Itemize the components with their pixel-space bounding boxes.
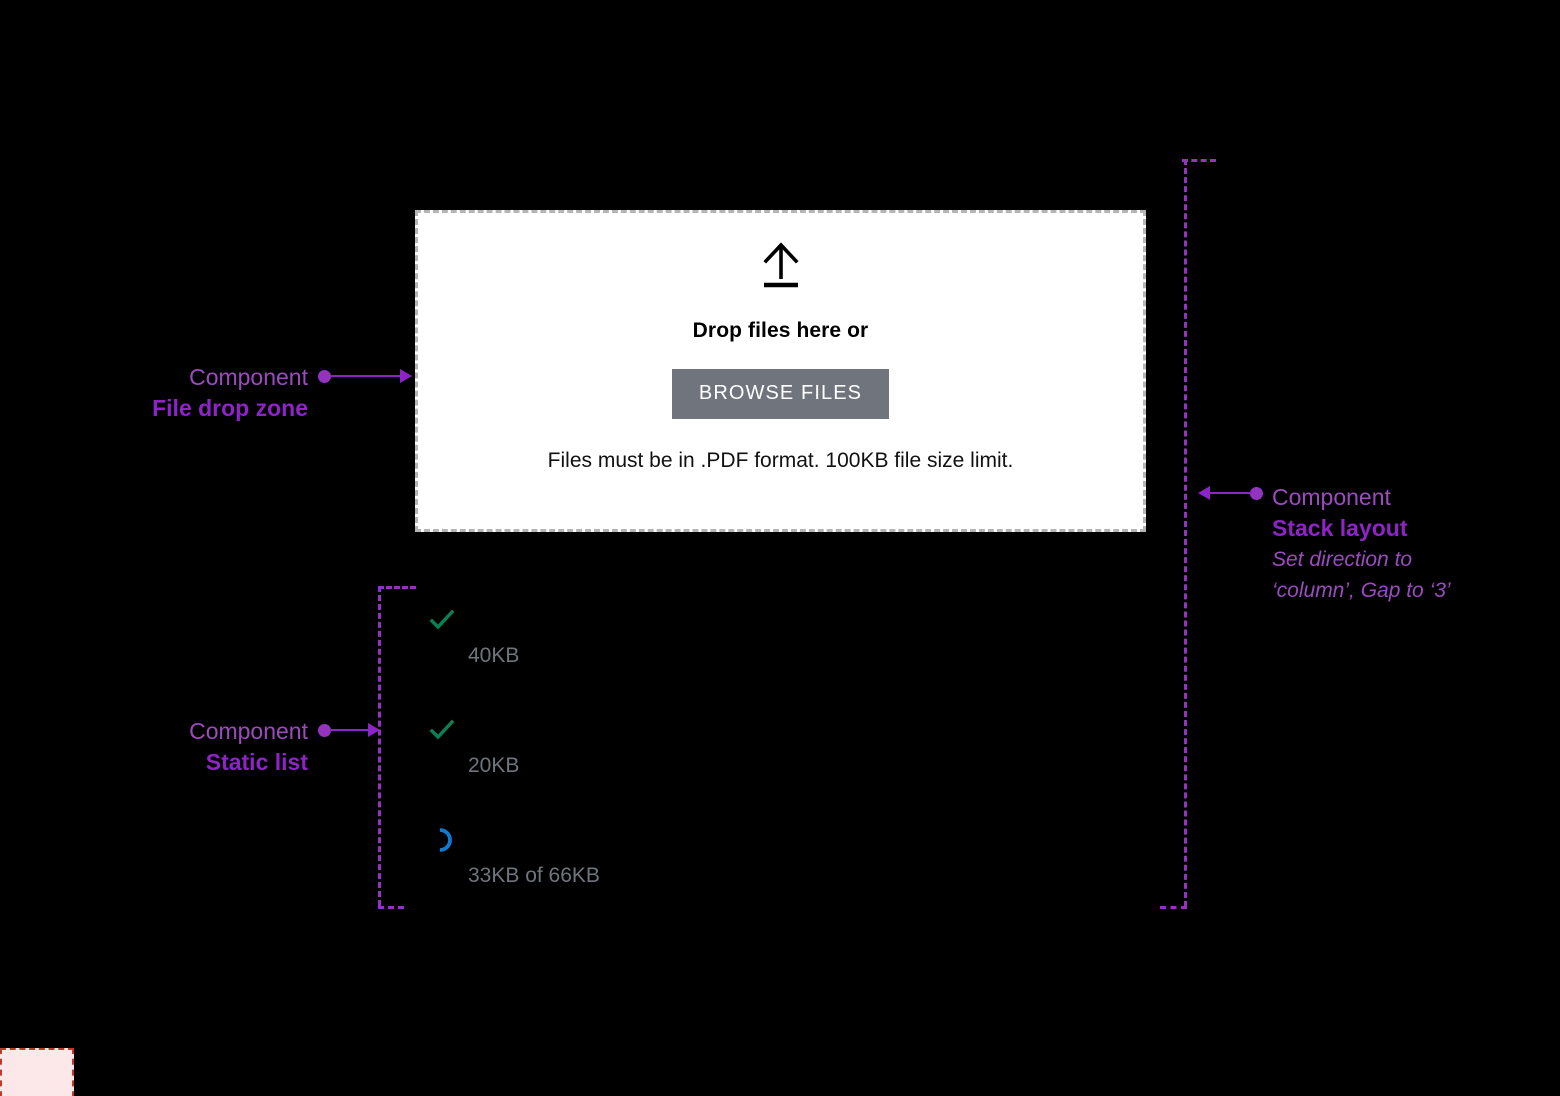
annotation-name: Static list [205, 749, 308, 775]
annotation-arrow-icon [368, 723, 380, 737]
annotation-leader-line [1210, 492, 1252, 494]
file-size: 20KB [468, 754, 520, 777]
spacing-legend-swatch [0, 1048, 74, 1096]
annotation-name: Stack layout [1272, 515, 1408, 541]
file-upload-progress: 33KB of 66KB [468, 864, 600, 887]
annotation-file-drop-zone: Component File drop zone [60, 362, 308, 424]
annotation-arrow-icon [1198, 486, 1210, 500]
check-icon [428, 606, 456, 634]
static-list-bracket-bottom-tick [378, 906, 404, 909]
list-item[interactable]: 20KB [420, 710, 1160, 820]
annotation-dot [318, 370, 331, 383]
browse-files-button[interactable]: BROWSE FILES [671, 369, 890, 419]
annotation-static-list: Component Static list [60, 716, 308, 778]
static-list-bracket-top-tick [378, 586, 416, 589]
static-list-bracket-line [378, 586, 381, 906]
annotation-dot [1250, 487, 1263, 500]
annotation-kicker: Component [189, 718, 308, 744]
annotation-name: File drop zone [152, 395, 308, 421]
list-item[interactable]: 40KB [420, 600, 1160, 710]
spinner-icon [428, 826, 456, 854]
stack-layout-bracket-bottom-tick [1160, 906, 1187, 909]
stack-gap-band-bottom [0, 54, 735, 108]
list-item[interactable]: 33KB of 66KB [420, 820, 1160, 930]
check-icon [428, 716, 456, 744]
stack-layout-bracket-top-tick [1182, 159, 1216, 162]
annotation-note-line-1: Set direction to [1272, 548, 1413, 571]
annotation-kicker: Component [1272, 484, 1391, 510]
annotation-arrow-icon [400, 369, 412, 383]
stack-layout-bracket-line [1184, 159, 1187, 907]
file-size: 40KB [468, 644, 520, 667]
annotation-leader-line [330, 375, 402, 377]
upload-arrow-icon [753, 239, 809, 295]
annotation-note-line-2: ‘column’, Gap to ‘3’ [1272, 579, 1451, 602]
drop-zone-title: Drop files here or [692, 319, 869, 342]
annotation-stack-layout: Component Stack layout Set direction to … [1272, 482, 1544, 606]
stack-gap-band-top [0, 0, 735, 54]
file-drop-zone[interactable]: Drop files here or BROWSE FILES Files mu… [415, 210, 1146, 532]
annotation-leader-line [330, 729, 370, 731]
annotation-dot [318, 724, 331, 737]
annotation-kicker: Component [189, 364, 308, 390]
static-file-list: 40KB 20KB 33KB of 66KB [420, 600, 1160, 930]
drop-zone-hint: Files must be in .PDF format. 100KB file… [547, 449, 1014, 472]
